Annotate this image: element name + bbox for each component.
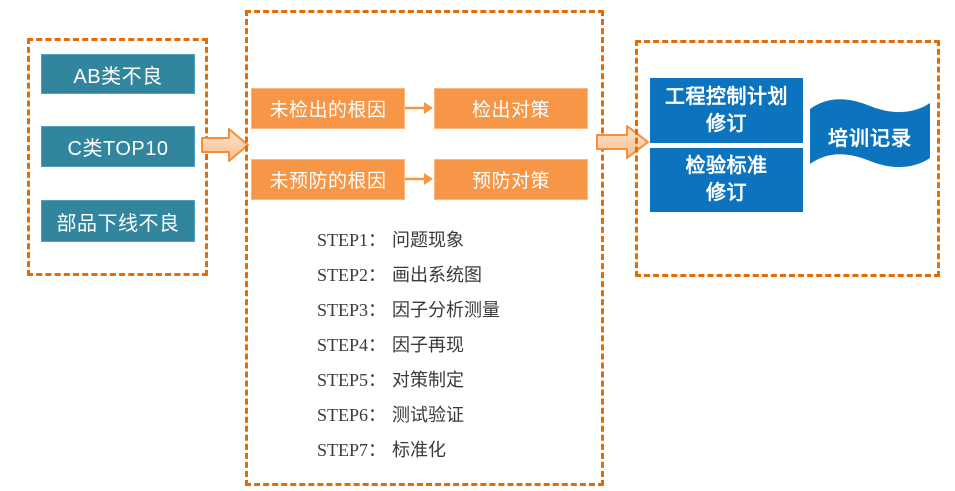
step-item-7: STEP7： 标准化 xyxy=(317,431,587,466)
step-number: STEP6： xyxy=(317,404,387,425)
output-box-line2: 修订 xyxy=(706,182,747,204)
step-item-5: STEP5： 对策制定 xyxy=(317,361,587,396)
output-box-line2: 修订 xyxy=(706,112,747,135)
wave-flag-shape xyxy=(810,99,930,168)
step-list: STEP1： 问题现象 STEP2： 画出系统图 STEP3： 因子分析测量 S… xyxy=(317,221,587,466)
step-item-1: STEP1： 问题现象 xyxy=(317,221,587,256)
step-number: STEP5： xyxy=(317,369,387,390)
defect-item-ctop10: C类TOP10 xyxy=(41,126,195,167)
action-box-prevention: 预防对策 xyxy=(434,159,588,200)
defect-item-ab: AB类不良 xyxy=(41,54,195,94)
step-number: STEP3： xyxy=(317,299,387,320)
input-defects-group xyxy=(27,38,208,276)
step-number: STEP4： xyxy=(317,334,387,355)
right-arrow-icon xyxy=(405,102,433,114)
step-label: 画出系统图 xyxy=(392,264,483,285)
action-box-detection: 检出对策 xyxy=(434,88,588,129)
step-label: 测试验证 xyxy=(392,404,465,425)
step-label: 对策制定 xyxy=(392,369,465,390)
step-number: STEP1： xyxy=(317,229,387,250)
analysis-group xyxy=(245,10,604,486)
step-number: STEP7： xyxy=(317,439,387,460)
step-label: 因子分析测量 xyxy=(392,299,501,320)
output-box-control-plan: 工程控制计划 修订 xyxy=(650,78,803,143)
step-label: 标准化 xyxy=(392,439,447,460)
cause-box-undetected: 未检出的根因 xyxy=(251,88,405,129)
step-label: 因子再现 xyxy=(392,334,465,355)
right-arrow-icon xyxy=(405,173,433,185)
output-box-line1: 工程控制计划 xyxy=(665,85,788,108)
output-box-line1: 检验标准 xyxy=(685,155,768,177)
training-record-label: 培训记录 xyxy=(828,127,912,150)
step-item-6: STEP6： 测试验证 xyxy=(317,396,587,431)
step-item-3: STEP3： 因子分析测量 xyxy=(317,291,587,326)
output-documents-group xyxy=(635,40,940,277)
step-item-2: STEP2： 画出系统图 xyxy=(317,256,587,291)
cause-box-unprevented: 未预防的根因 xyxy=(251,159,405,200)
step-number: STEP2： xyxy=(317,264,387,285)
output-box-inspection-standard: 检验标准 修订 xyxy=(650,148,803,212)
step-label: 问题现象 xyxy=(392,229,465,250)
flow-arrow-icon xyxy=(201,128,249,162)
defect-item-offline: 部品下线不良 xyxy=(41,200,195,242)
step-item-4: STEP4： 因子再现 xyxy=(317,326,587,361)
